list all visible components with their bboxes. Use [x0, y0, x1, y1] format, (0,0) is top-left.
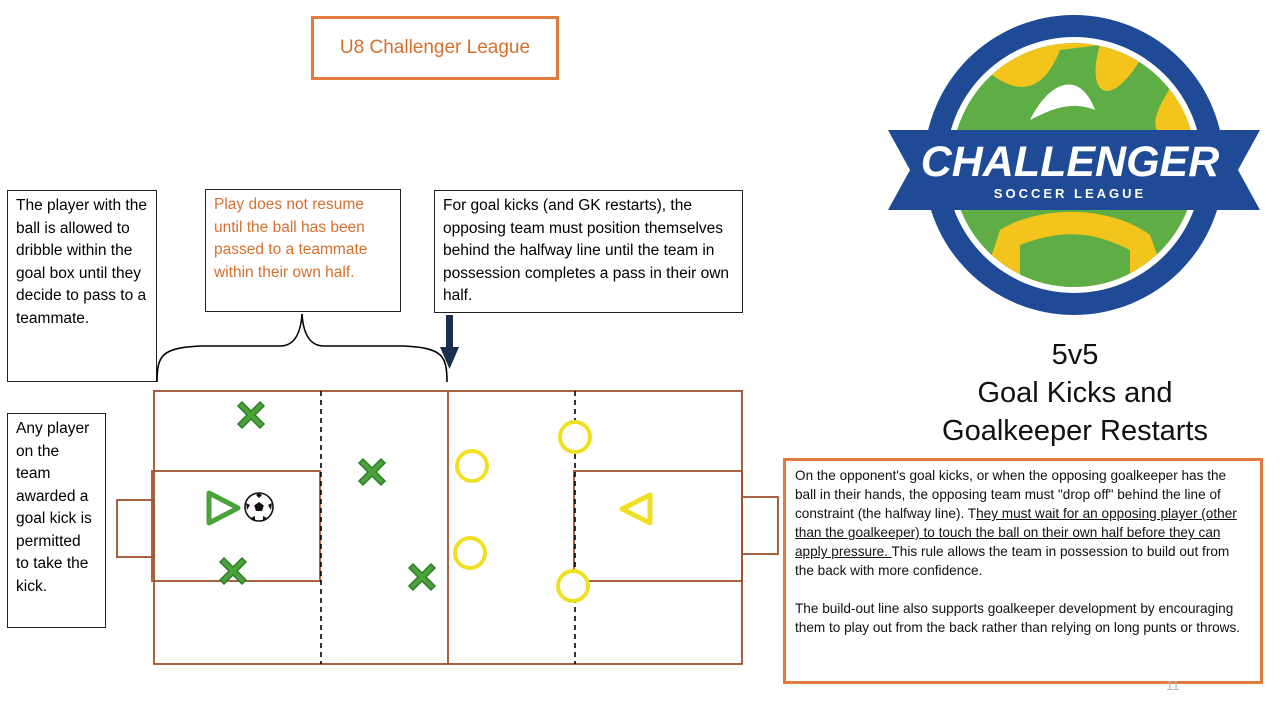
note-goal-kicks: For goal kicks (and GK restarts), the op… — [434, 190, 743, 313]
triangle-marker-icon — [619, 492, 653, 526]
rule-description-box: On the opponent's goal kicks, or when th… — [783, 458, 1263, 684]
goal-left — [116, 499, 155, 558]
title-text: U8 Challenger League — [339, 37, 531, 58]
rule-paragraph-1: On the opponent's goal kicks, or when th… — [795, 466, 1251, 580]
logo-line2: SOCCER LEAGUE — [994, 186, 1146, 201]
triangle-marker-icon — [206, 490, 241, 526]
note-resume: Play does not resume until the ball has … — [205, 189, 401, 312]
note-resume-text: Play does not resume until the ball has … — [214, 196, 368, 281]
logo-line1: CHALLENGER — [921, 138, 1220, 186]
section-heading: 5v5 Goal Kicks and Goalkeeper Restarts — [905, 336, 1245, 450]
x-marker-icon — [407, 562, 437, 592]
goal-box-right — [573, 470, 743, 582]
circle-marker-icon — [558, 420, 592, 454]
challenger-logo: CHALLENGER SOCCER LEAGUE — [888, 15, 1260, 315]
rule-text-a: On the opponent's goal kicks, or when th… — [795, 468, 1227, 521]
note-goal-kicks-text: For goal kicks (and GK restarts), the op… — [443, 197, 730, 304]
soccer-ball-icon — [244, 492, 274, 522]
rule-paragraph-2: The build-out line also supports goalkee… — [795, 601, 1241, 635]
x-marker-icon — [357, 457, 387, 487]
x-marker-icon — [236, 400, 266, 430]
goal-box-left — [151, 470, 321, 582]
note-dribble-text: The player with the ball is allowed to d… — [16, 197, 147, 327]
field — [116, 390, 779, 665]
circle-marker-icon — [556, 569, 590, 603]
down-arrow-icon — [440, 315, 459, 369]
circle-marker-icon — [453, 536, 487, 570]
heading-line-2: Goal Kicks and — [977, 377, 1173, 409]
heading-line-3: Goalkeeper Restarts — [942, 415, 1208, 447]
note-any-player: Any player on the team awarded a goal ki… — [7, 413, 106, 628]
title-box: U8 Challenger League — [311, 16, 559, 80]
goal-right — [741, 496, 779, 555]
note-dribble: The player with the ball is allowed to d… — [7, 190, 157, 382]
circle-marker-icon — [455, 449, 489, 483]
x-marker-icon — [218, 556, 248, 586]
note-any-player-text: Any player on the team awarded a goal ki… — [16, 420, 92, 595]
page-number: 11 — [1166, 678, 1180, 693]
heading-line-1: 5v5 — [1051, 339, 1099, 371]
rule-text-underlined: hey must wait for an opposing player (ot… — [795, 506, 1237, 559]
rule-text-b: This rule allows the team in possession … — [795, 544, 1230, 578]
curly-brace-icon — [156, 313, 448, 383]
